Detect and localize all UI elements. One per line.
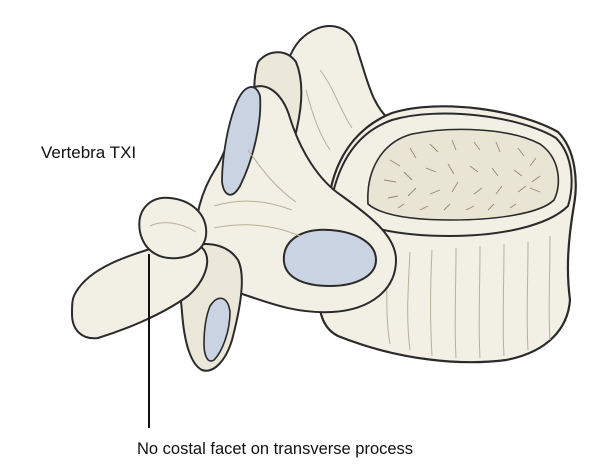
body-cancellous-surface [367,128,560,221]
figure-title: Vertebra TXI [41,143,137,162]
lamina-shading [213,149,301,237]
costal-facet [282,228,378,288]
inferior-articular-facet [203,297,231,362]
tip-shading [149,222,197,233]
spinous-shading [305,69,353,151]
cancellous-texture [383,139,541,211]
body-striations [386,235,551,359]
transverse-process-tip [138,196,208,260]
superior-articular-facet [221,86,262,196]
callout-label: No costal facet on transverse process [137,440,414,458]
